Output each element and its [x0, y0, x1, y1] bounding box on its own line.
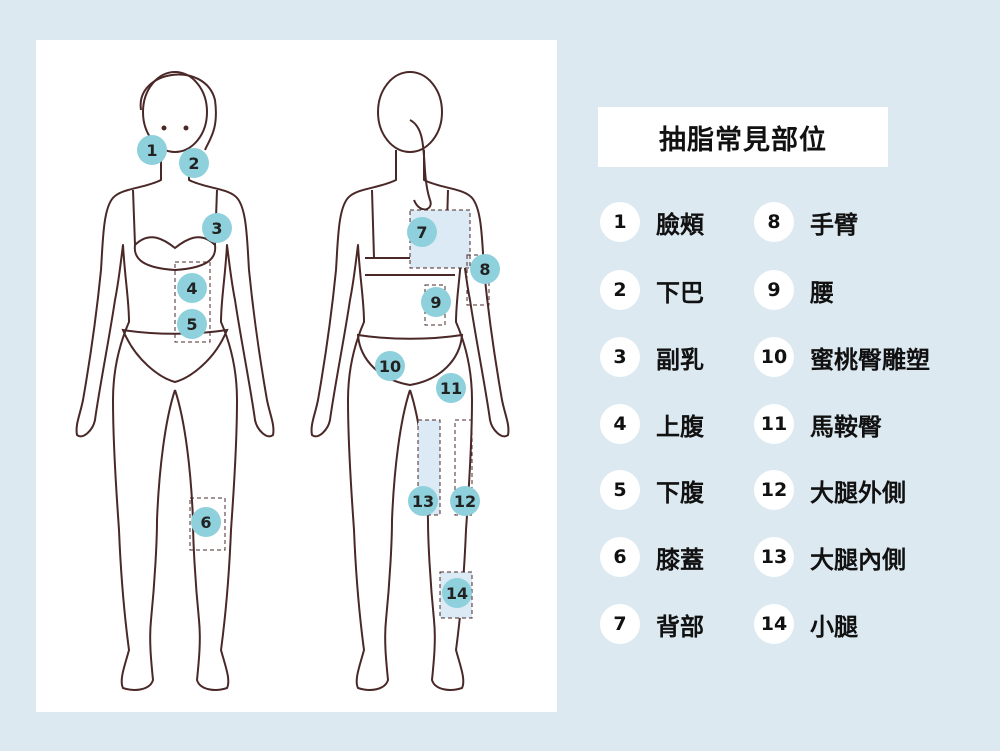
marker-7: 7 [407, 217, 437, 247]
legend-item: 1 臉頰 [600, 202, 704, 242]
legend-label: 臉頰 [656, 210, 704, 239]
legend-item: 10 蜜桃臀雕塑 [754, 337, 930, 377]
legend-label: 大腿內側 [810, 545, 906, 574]
legend-label: 手臂 [810, 210, 858, 239]
marker-4: 4 [177, 273, 207, 303]
legend-label: 下巴 [656, 278, 704, 307]
body-figures [75, 71, 510, 691]
legend-label: 上腹 [656, 412, 704, 441]
legend-number: 4 [600, 404, 640, 444]
marker-8: 8 [470, 254, 500, 284]
legend-number: 9 [754, 270, 794, 310]
legend-number: 8 [754, 202, 794, 242]
marker-3: 3 [202, 213, 232, 243]
legend-number: 6 [600, 537, 640, 577]
marker-2: 2 [179, 148, 209, 178]
legend-label: 腰 [810, 278, 834, 307]
legend-item: 3 副乳 [600, 337, 704, 377]
front-figure [75, 71, 275, 691]
marker-14: 14 [442, 578, 472, 608]
legend-item: 5 下腹 [600, 470, 704, 510]
legend-number: 13 [754, 537, 794, 577]
legend-label: 蜜桃臀雕塑 [810, 345, 930, 374]
marker-9: 9 [421, 287, 451, 317]
legend-number: 7 [600, 604, 640, 644]
legend-label: 背部 [656, 612, 704, 641]
legend-number: 5 [600, 470, 640, 510]
body-illustration-panel [36, 40, 557, 712]
legend-label: 膝蓋 [656, 545, 704, 574]
marker-12: 12 [450, 486, 480, 516]
marker-5: 5 [177, 309, 207, 339]
marker-6: 6 [191, 507, 221, 537]
legend-number: 11 [754, 404, 794, 444]
legend-number: 3 [600, 337, 640, 377]
legend-number: 12 [754, 470, 794, 510]
marker-10: 10 [375, 351, 405, 381]
legend-item: 7 背部 [600, 604, 704, 644]
back-figure [310, 71, 510, 691]
legend-number: 10 [754, 337, 794, 377]
marker-13: 13 [408, 486, 438, 516]
legend-item: 14 小腿 [754, 604, 858, 644]
legend-item: 13 大腿內側 [754, 537, 906, 577]
legend-item: 2 下巴 [600, 270, 704, 310]
legend-label: 馬鞍臀 [810, 412, 882, 441]
legend-title: 抽脂常見部位 [598, 107, 888, 167]
legend-label: 副乳 [656, 345, 704, 374]
legend-label: 大腿外側 [810, 478, 906, 507]
legend-label: 下腹 [656, 478, 704, 507]
legend-label: 小腿 [810, 612, 858, 641]
marker-11: 11 [436, 373, 466, 403]
legend-item: 8 手臂 [754, 202, 858, 242]
marker-1: 1 [137, 135, 167, 165]
legend-item: 11 馬鞍臀 [754, 404, 882, 444]
legend-item: 4 上腹 [600, 404, 704, 444]
legend-number: 2 [600, 270, 640, 310]
legend-item: 12 大腿外側 [754, 470, 906, 510]
legend-item: 6 膝蓋 [600, 537, 704, 577]
legend-number: 1 [600, 202, 640, 242]
legend-number: 14 [754, 604, 794, 644]
